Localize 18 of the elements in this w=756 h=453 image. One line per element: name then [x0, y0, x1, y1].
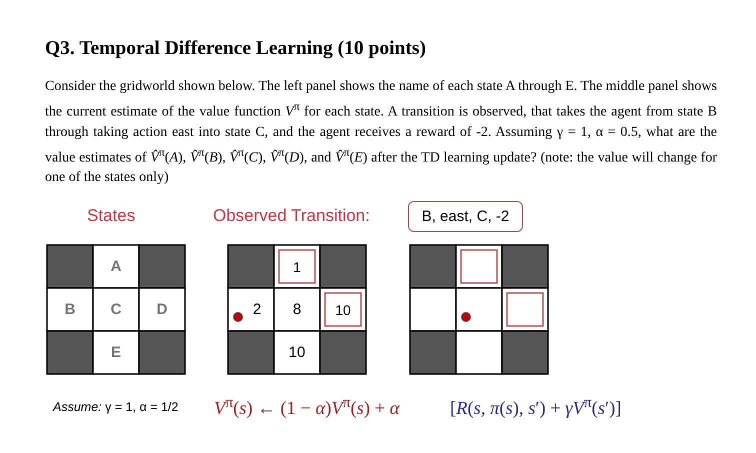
- state-value: 8: [292, 301, 302, 318]
- update-formula: V$^{π}$(s) ← (1 − α)V$^{π}$(s) + α: [214, 394, 400, 420]
- state-value: 1: [293, 258, 301, 274]
- update-formula: [R(s, π(s), s′) + γV$^{π}$(s′)]: [450, 394, 622, 420]
- state-value: 10: [288, 344, 306, 361]
- title: Q3. Temporal Difference Learning (10 points): [45, 38, 426, 60]
- state-name: E: [110, 344, 121, 361]
- state-value: 2: [252, 301, 262, 318]
- assumption-note: Assume: γ = 1, α = 1/2: [53, 400, 178, 414]
- panel-heading: Observed Transition:: [213, 206, 370, 226]
- panel-heading: States: [87, 206, 136, 226]
- state-name: B: [64, 301, 76, 318]
- question-paragraph: Consider the gridworld shown below. The left panel shows the name of each state A through E. The middle panel shows the current estimate of the value function V$^{π}$ for each state. A transition is observed, that takes the agent from state B through taking action east into state C, and the agent receives a reward of -2. Assuming γ = 1, α = 0.5, what are the value estimates of V̂$^{π}$(A), V̂$^{π}$(B), V̂$^{π}$(C), V̂$^{π}$(D), and V̂$^{π}$(E) after the TD learning update? (note: the value will change for one of the states only): [45, 78, 717, 188]
- state-name: D: [156, 301, 168, 318]
- state-name: A: [110, 258, 122, 275]
- state-value: 10: [335, 302, 351, 318]
- transition-box: B, east, C, -2: [408, 201, 523, 232]
- state-name: C: [110, 301, 122, 318]
